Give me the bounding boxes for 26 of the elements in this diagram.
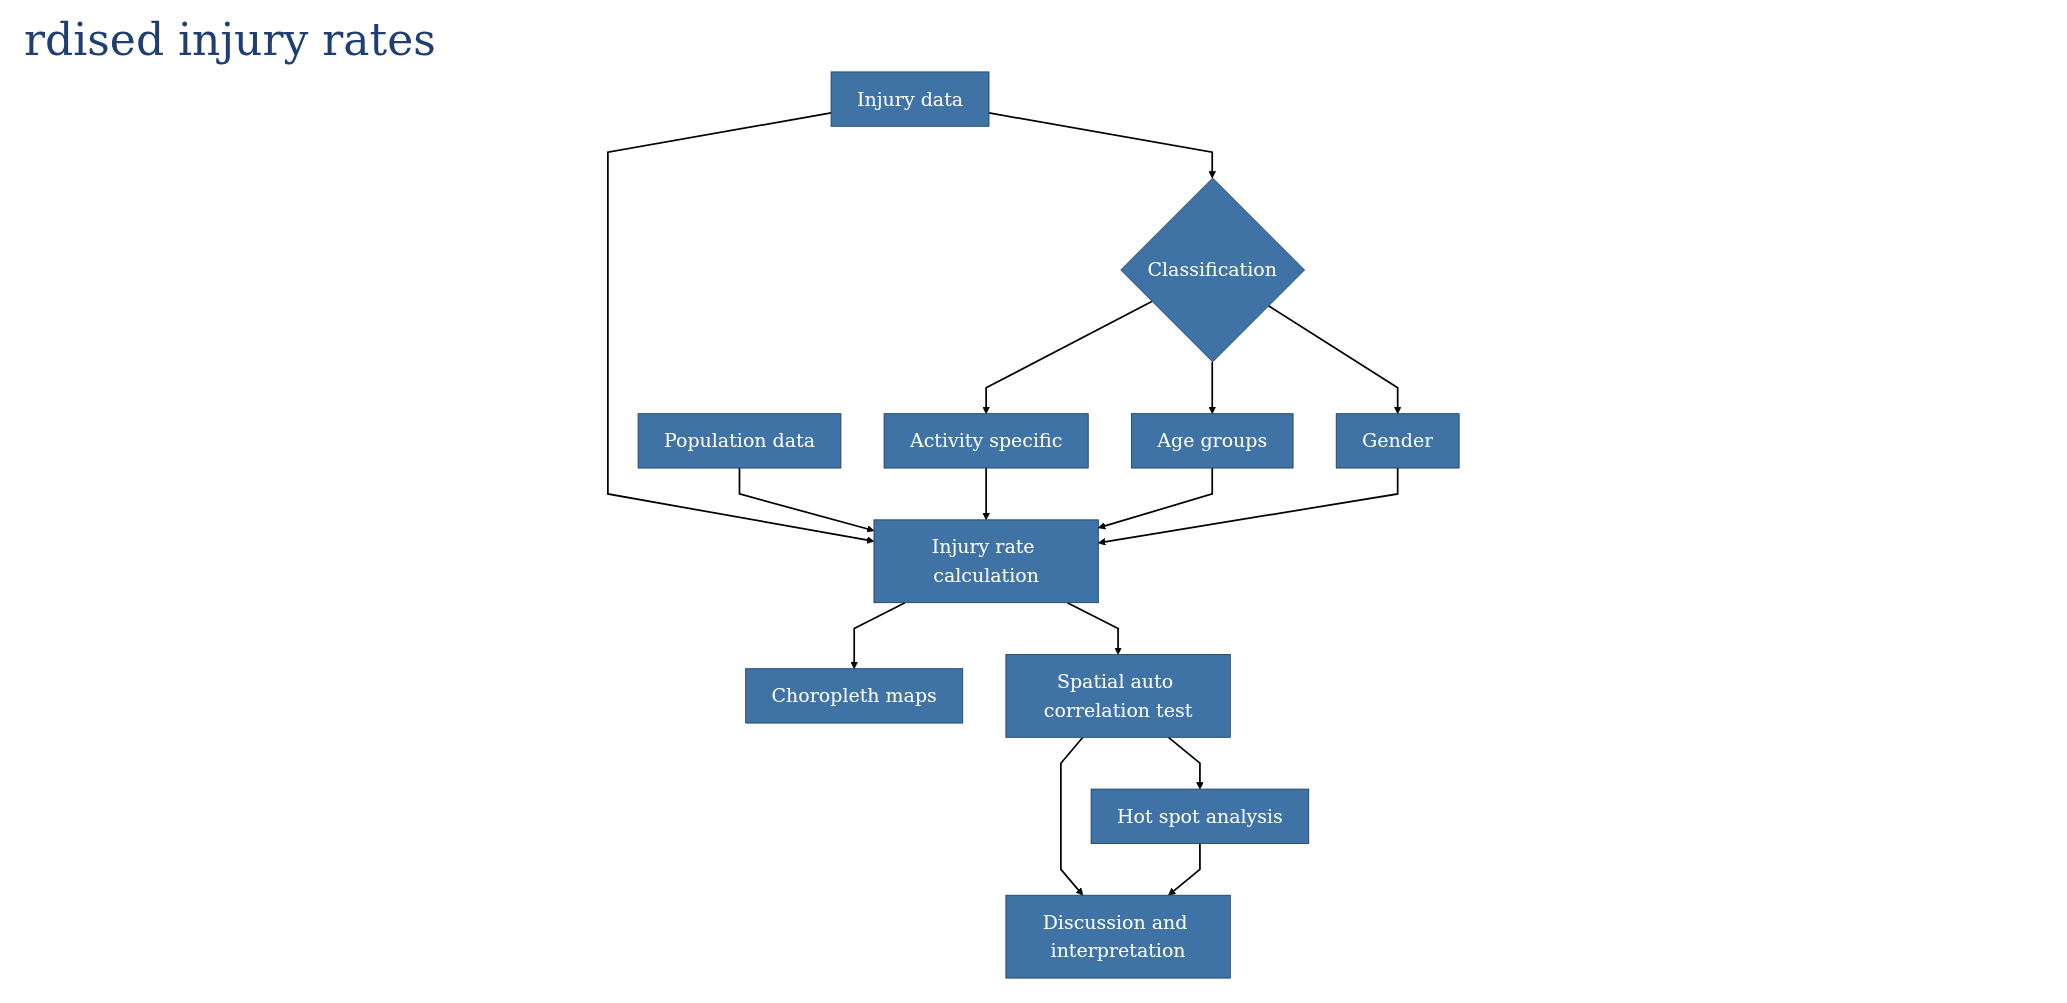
node-box: Age groups xyxy=(1130,413,1294,469)
arrow xyxy=(1168,842,1201,896)
arrow xyxy=(982,300,1153,414)
arrow xyxy=(1060,736,1084,896)
node-box: Injury data xyxy=(830,71,990,127)
arrow xyxy=(1167,736,1204,790)
arrow xyxy=(1267,304,1402,414)
node-box: Spatial auto correlation test xyxy=(1005,654,1231,738)
arrow xyxy=(1098,467,1214,530)
arrow xyxy=(982,467,990,521)
arrow xyxy=(1066,601,1122,655)
arrow xyxy=(738,467,875,533)
diagram-title: rdised injury rates xyxy=(24,14,437,65)
arrow xyxy=(1098,467,1399,546)
arrow xyxy=(607,112,875,544)
node-box: Choropleth maps xyxy=(745,668,964,724)
node-box: Population data xyxy=(637,413,842,469)
node-box: Hot spot analysis xyxy=(1090,788,1310,844)
node-box: Injury rate calculation xyxy=(873,519,1099,604)
node-box: Discussion and interpretation xyxy=(1005,894,1231,979)
arrow xyxy=(850,601,906,670)
arrow xyxy=(1208,361,1217,414)
node-diamond: Classification xyxy=(1120,177,1305,363)
arrow xyxy=(988,112,1217,179)
node-box: Gender xyxy=(1335,413,1460,469)
node-box: Activity specific xyxy=(883,413,1089,469)
